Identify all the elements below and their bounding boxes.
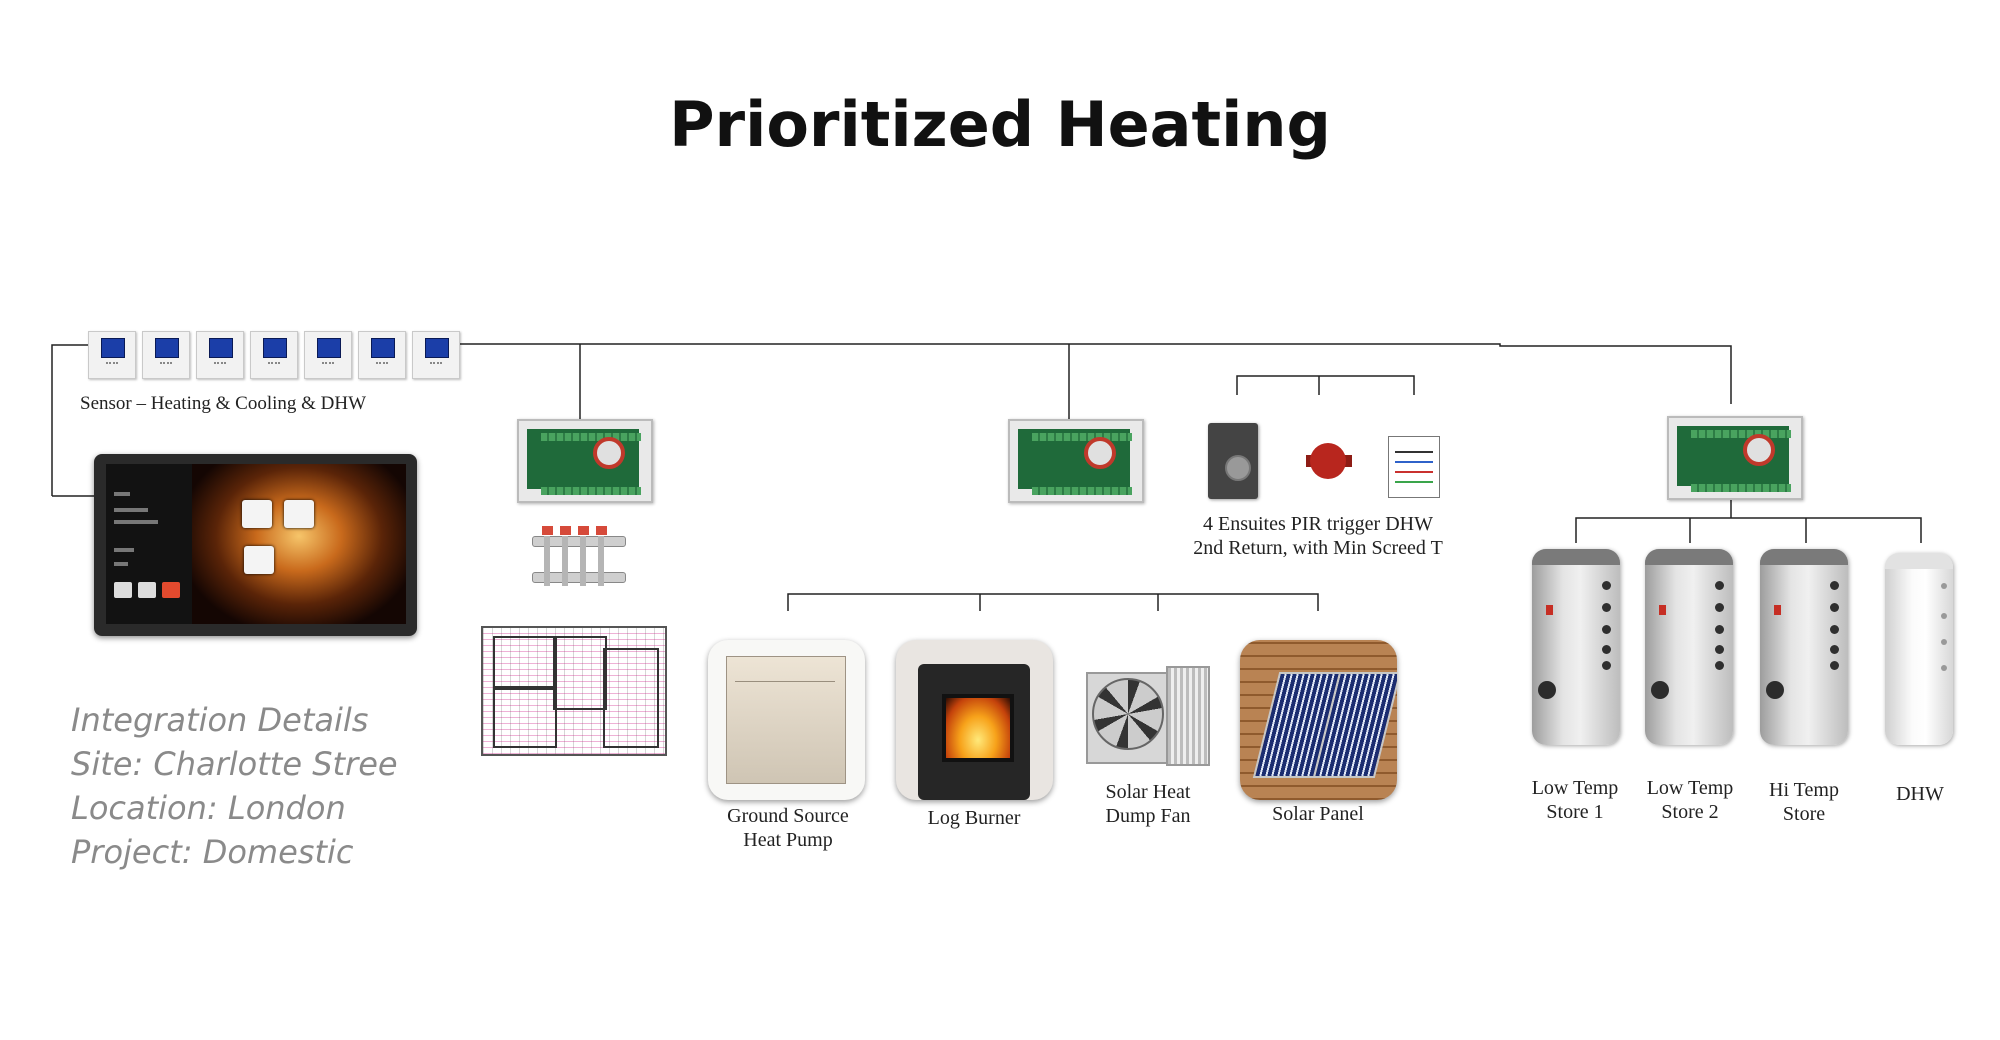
ground-source-heat-pump xyxy=(708,640,865,800)
store-cylinder xyxy=(1645,549,1733,745)
integration-location: Location: London xyxy=(71,789,346,827)
circulation-pump xyxy=(1306,437,1352,485)
touchscreen-panel xyxy=(94,454,417,636)
controller-board xyxy=(1008,419,1144,503)
thermostat-sensor-icon xyxy=(304,331,352,379)
store-cylinder xyxy=(1532,549,1620,745)
controller-board xyxy=(1667,416,1803,500)
thermostat-sensor-icon xyxy=(412,331,460,379)
thermostat-sensor-icon xyxy=(250,331,298,379)
solar-panel xyxy=(1240,640,1397,800)
wiring-schematic xyxy=(1388,436,1440,498)
integration-heading: Integration Details xyxy=(71,701,369,739)
integration-site: Site: Charlotte Stree xyxy=(71,745,398,783)
floor-plan xyxy=(481,626,667,756)
thermostat-sensor-icon xyxy=(88,331,136,379)
ensuites-label: 4 Ensuites PIR trigger DHW 2nd Return, w… xyxy=(1193,513,1443,559)
solar-heat-dump-fan xyxy=(1086,666,1210,766)
thermostat-sensor-icon xyxy=(358,331,406,379)
sensor-label: Sensor – Heating & Cooling & DHW xyxy=(80,393,367,414)
integration-project: Project: Domestic xyxy=(71,833,354,871)
integration-details: Integration Details Site: Charlotte Stre… xyxy=(71,698,398,874)
thermostat-sensor-icon xyxy=(142,331,190,379)
source-label: Log Burner xyxy=(927,807,1021,829)
page-title: Prioritized Heating xyxy=(669,88,1331,161)
source-label: Solar Panel xyxy=(1272,803,1364,825)
pir-sensor xyxy=(1208,423,1258,499)
store-cylinder xyxy=(1760,549,1848,745)
log-burner xyxy=(896,640,1053,800)
store-label: DHW xyxy=(1896,783,1944,805)
controller-board xyxy=(517,419,653,503)
dhw-cylinder xyxy=(1885,553,1953,745)
thermostat-sensor-icon xyxy=(196,331,244,379)
manifold xyxy=(528,526,628,590)
